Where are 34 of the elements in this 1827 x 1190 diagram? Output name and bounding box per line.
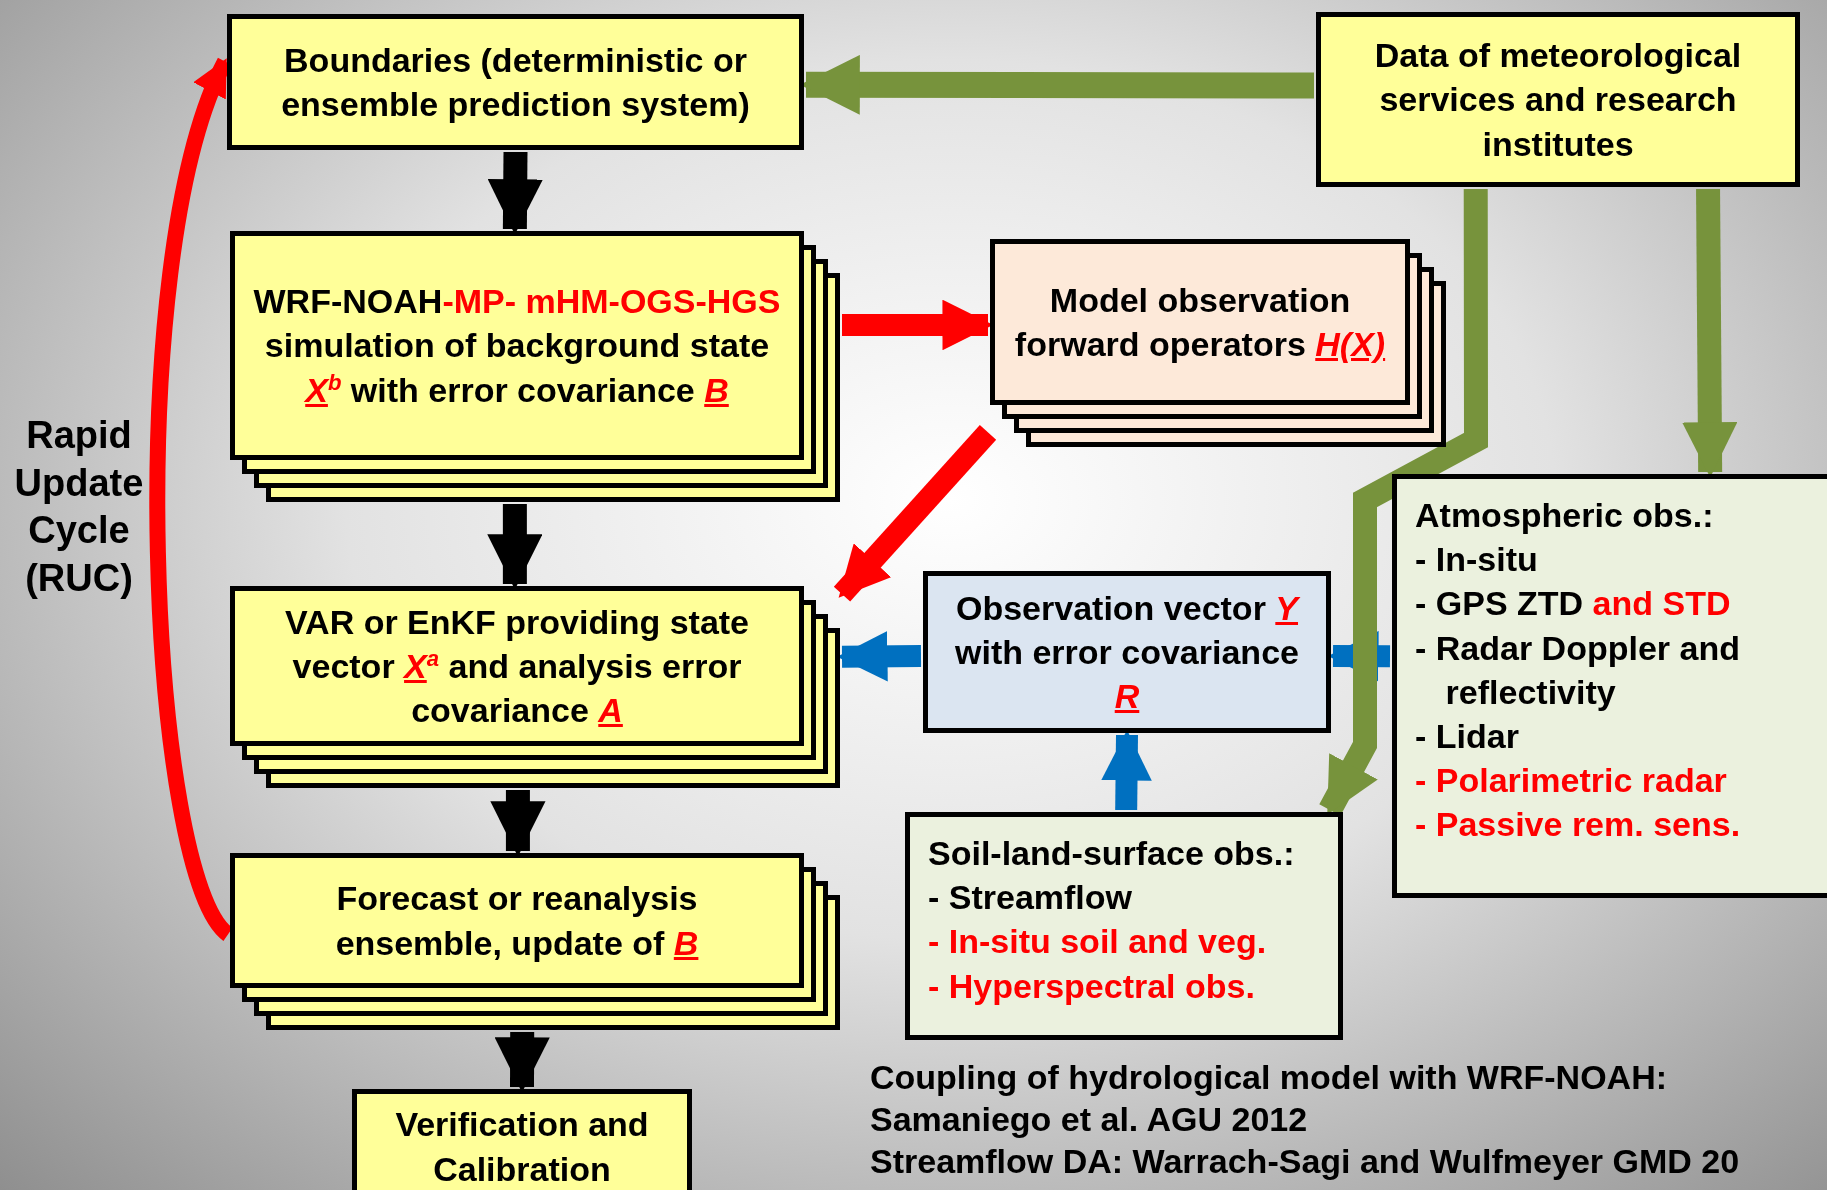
box-text: Forecast or reanalysis ensemble, update of B — [334, 878, 700, 964]
list-item: - Streamflow — [928, 877, 1134, 919]
list-item: - GPS ZTD and STD — [1415, 583, 1732, 625]
box-text: Data of meteorological services and research institutes — [1373, 35, 1743, 165]
process-box — [1316, 12, 1800, 187]
box-text: Verification and Calibration — [394, 1104, 650, 1190]
list-item: - In-situ soil and veg. — [928, 921, 1268, 963]
list-heading: Soil-land-surface obs.: — [928, 833, 1296, 874]
box-text: VAR or EnKF providing state vector X$^{a}$ and analysis error covariance A — [283, 601, 751, 732]
reference-note: Streamflow DA: Warrach-Sagi and Wulfmeyer GMD 20 — [870, 1141, 1740, 1182]
reference-note: Coupling of hydrological model with WRF-NOAH: — [870, 1057, 1668, 1098]
list-item: - In-situ — [1415, 539, 1539, 581]
box-text: Observation vector Y with error covariance R — [954, 587, 1301, 718]
list-heading: Atmospheric obs.: — [1415, 495, 1715, 536]
stacked-box — [990, 239, 1446, 447]
process-box — [227, 14, 804, 150]
process-box — [352, 1089, 692, 1190]
list-box — [905, 812, 1343, 1040]
stacked-box — [230, 586, 840, 788]
box-text: Model observation forward operators H(X) — [1013, 279, 1387, 365]
box-text: Boundaries (deterministic or ensemble prediction system) — [280, 39, 751, 125]
list-item: - Passive rem. sens. — [1415, 804, 1742, 846]
list-item: - Radar Doppler and reflectivity — [1415, 627, 1741, 713]
list-item: - Polarimetric radar — [1415, 760, 1728, 802]
cycle-label: Rapid Update Cycle (RUC) — [13, 413, 145, 601]
box-text: WRF-NOAH-MP- mHM-OGS-HGS simulation of background state X$^{b}$ with error covariance B — [252, 281, 782, 411]
stacked-box — [230, 231, 840, 502]
process-box — [923, 571, 1331, 733]
arrow — [833, 425, 997, 602]
stacked-box — [230, 853, 840, 1030]
list-item: - Hyperspectral obs. — [928, 965, 1256, 1007]
list-box — [1392, 474, 1827, 898]
list-item: - Lidar — [1415, 715, 1520, 757]
reference-note: Samaniego et al. AGU 2012 — [870, 1099, 1308, 1140]
